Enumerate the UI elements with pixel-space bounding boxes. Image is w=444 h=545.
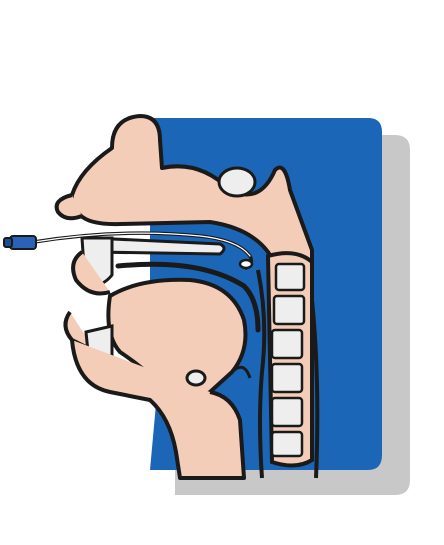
vertebra [276,264,304,290]
vertebra [272,432,302,456]
vertebra [272,364,302,392]
connector-body [10,236,36,249]
vertebra [272,330,302,358]
hyoid-bone [187,371,205,385]
vertebra [272,398,302,426]
catheter-connector [4,236,36,249]
sphenoid-sinus [219,168,255,196]
connector-cap [4,238,12,247]
vertebra [274,296,304,324]
catheter-tip [240,260,252,268]
